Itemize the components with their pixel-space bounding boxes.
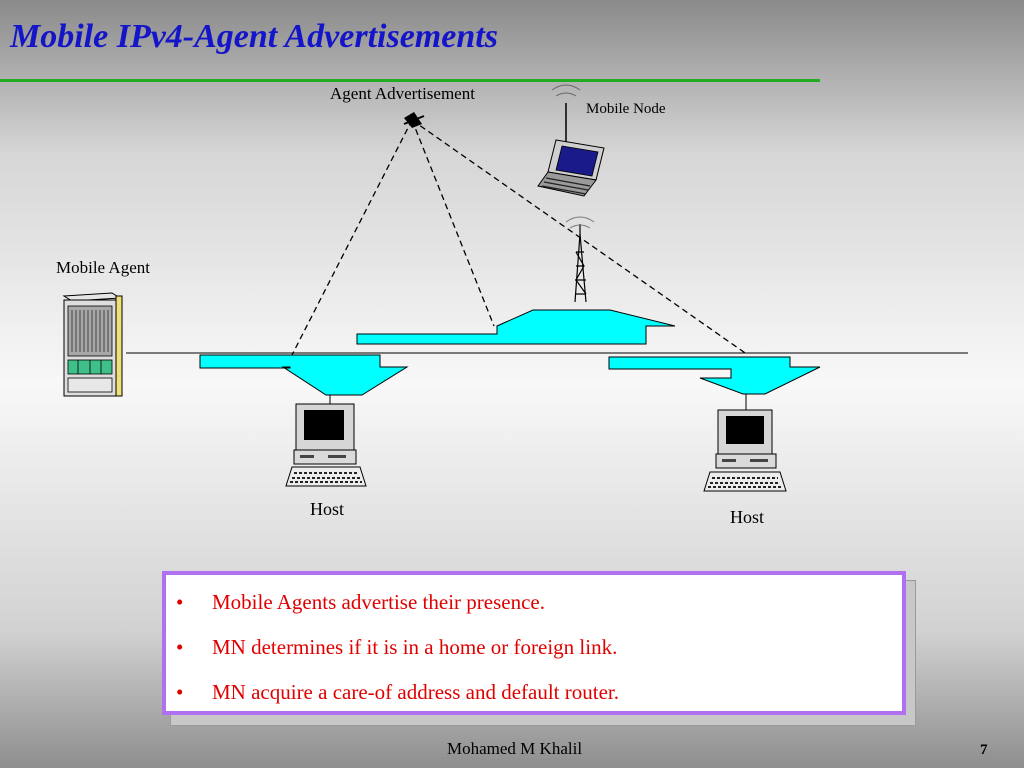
bullet-item: • Mobile Agents advertise their presence… bbox=[176, 590, 545, 615]
page-number: 7 bbox=[980, 742, 988, 758]
arrow-down-right bbox=[608, 356, 821, 395]
bullet-item: • MN acquire a care-of address and defau… bbox=[176, 680, 619, 705]
desktop-computer-icon bbox=[285, 403, 367, 487]
mobile-agent-label: Mobile Agent bbox=[56, 258, 150, 277]
bullet-text: MN determines if it is in a home or fore… bbox=[212, 635, 618, 659]
bullet-box: • Mobile Agents advertise their presence… bbox=[162, 571, 906, 715]
arrow-down-left bbox=[199, 354, 409, 396]
slide-title: Mobile IPv4-Agent Advertisements bbox=[10, 18, 498, 55]
antenna-tower-icon bbox=[565, 216, 595, 303]
host-right-label: Host bbox=[730, 507, 765, 527]
satellite-icon bbox=[403, 112, 425, 128]
agent-advertisement-label: Agent Advertisement bbox=[330, 84, 475, 103]
title-underline bbox=[0, 79, 820, 82]
bullet-marker: • bbox=[176, 680, 184, 704]
arrow-up-middle bbox=[356, 309, 676, 345]
arrows bbox=[199, 309, 821, 396]
desktop-computer-icon bbox=[703, 409, 787, 492]
bullet-marker: • bbox=[176, 635, 184, 659]
router-rack-icon bbox=[62, 292, 123, 397]
adv-path-left bbox=[291, 119, 413, 356]
bullet-marker: • bbox=[176, 590, 184, 614]
adv-path-middle bbox=[411, 119, 495, 327]
bullet-item: • MN determines if it is in a home or fo… bbox=[176, 635, 617, 660]
bullet-text: Mobile Agents advertise their presence. bbox=[212, 590, 545, 614]
mobile-node-label: Mobile Node bbox=[586, 101, 666, 117]
host-left-label: Host bbox=[310, 499, 345, 519]
bullet-text: MN acquire a care-of address and default… bbox=[212, 680, 619, 704]
footer-author: Mohamed M Khalil bbox=[447, 739, 583, 758]
laptop-icon bbox=[537, 84, 605, 197]
